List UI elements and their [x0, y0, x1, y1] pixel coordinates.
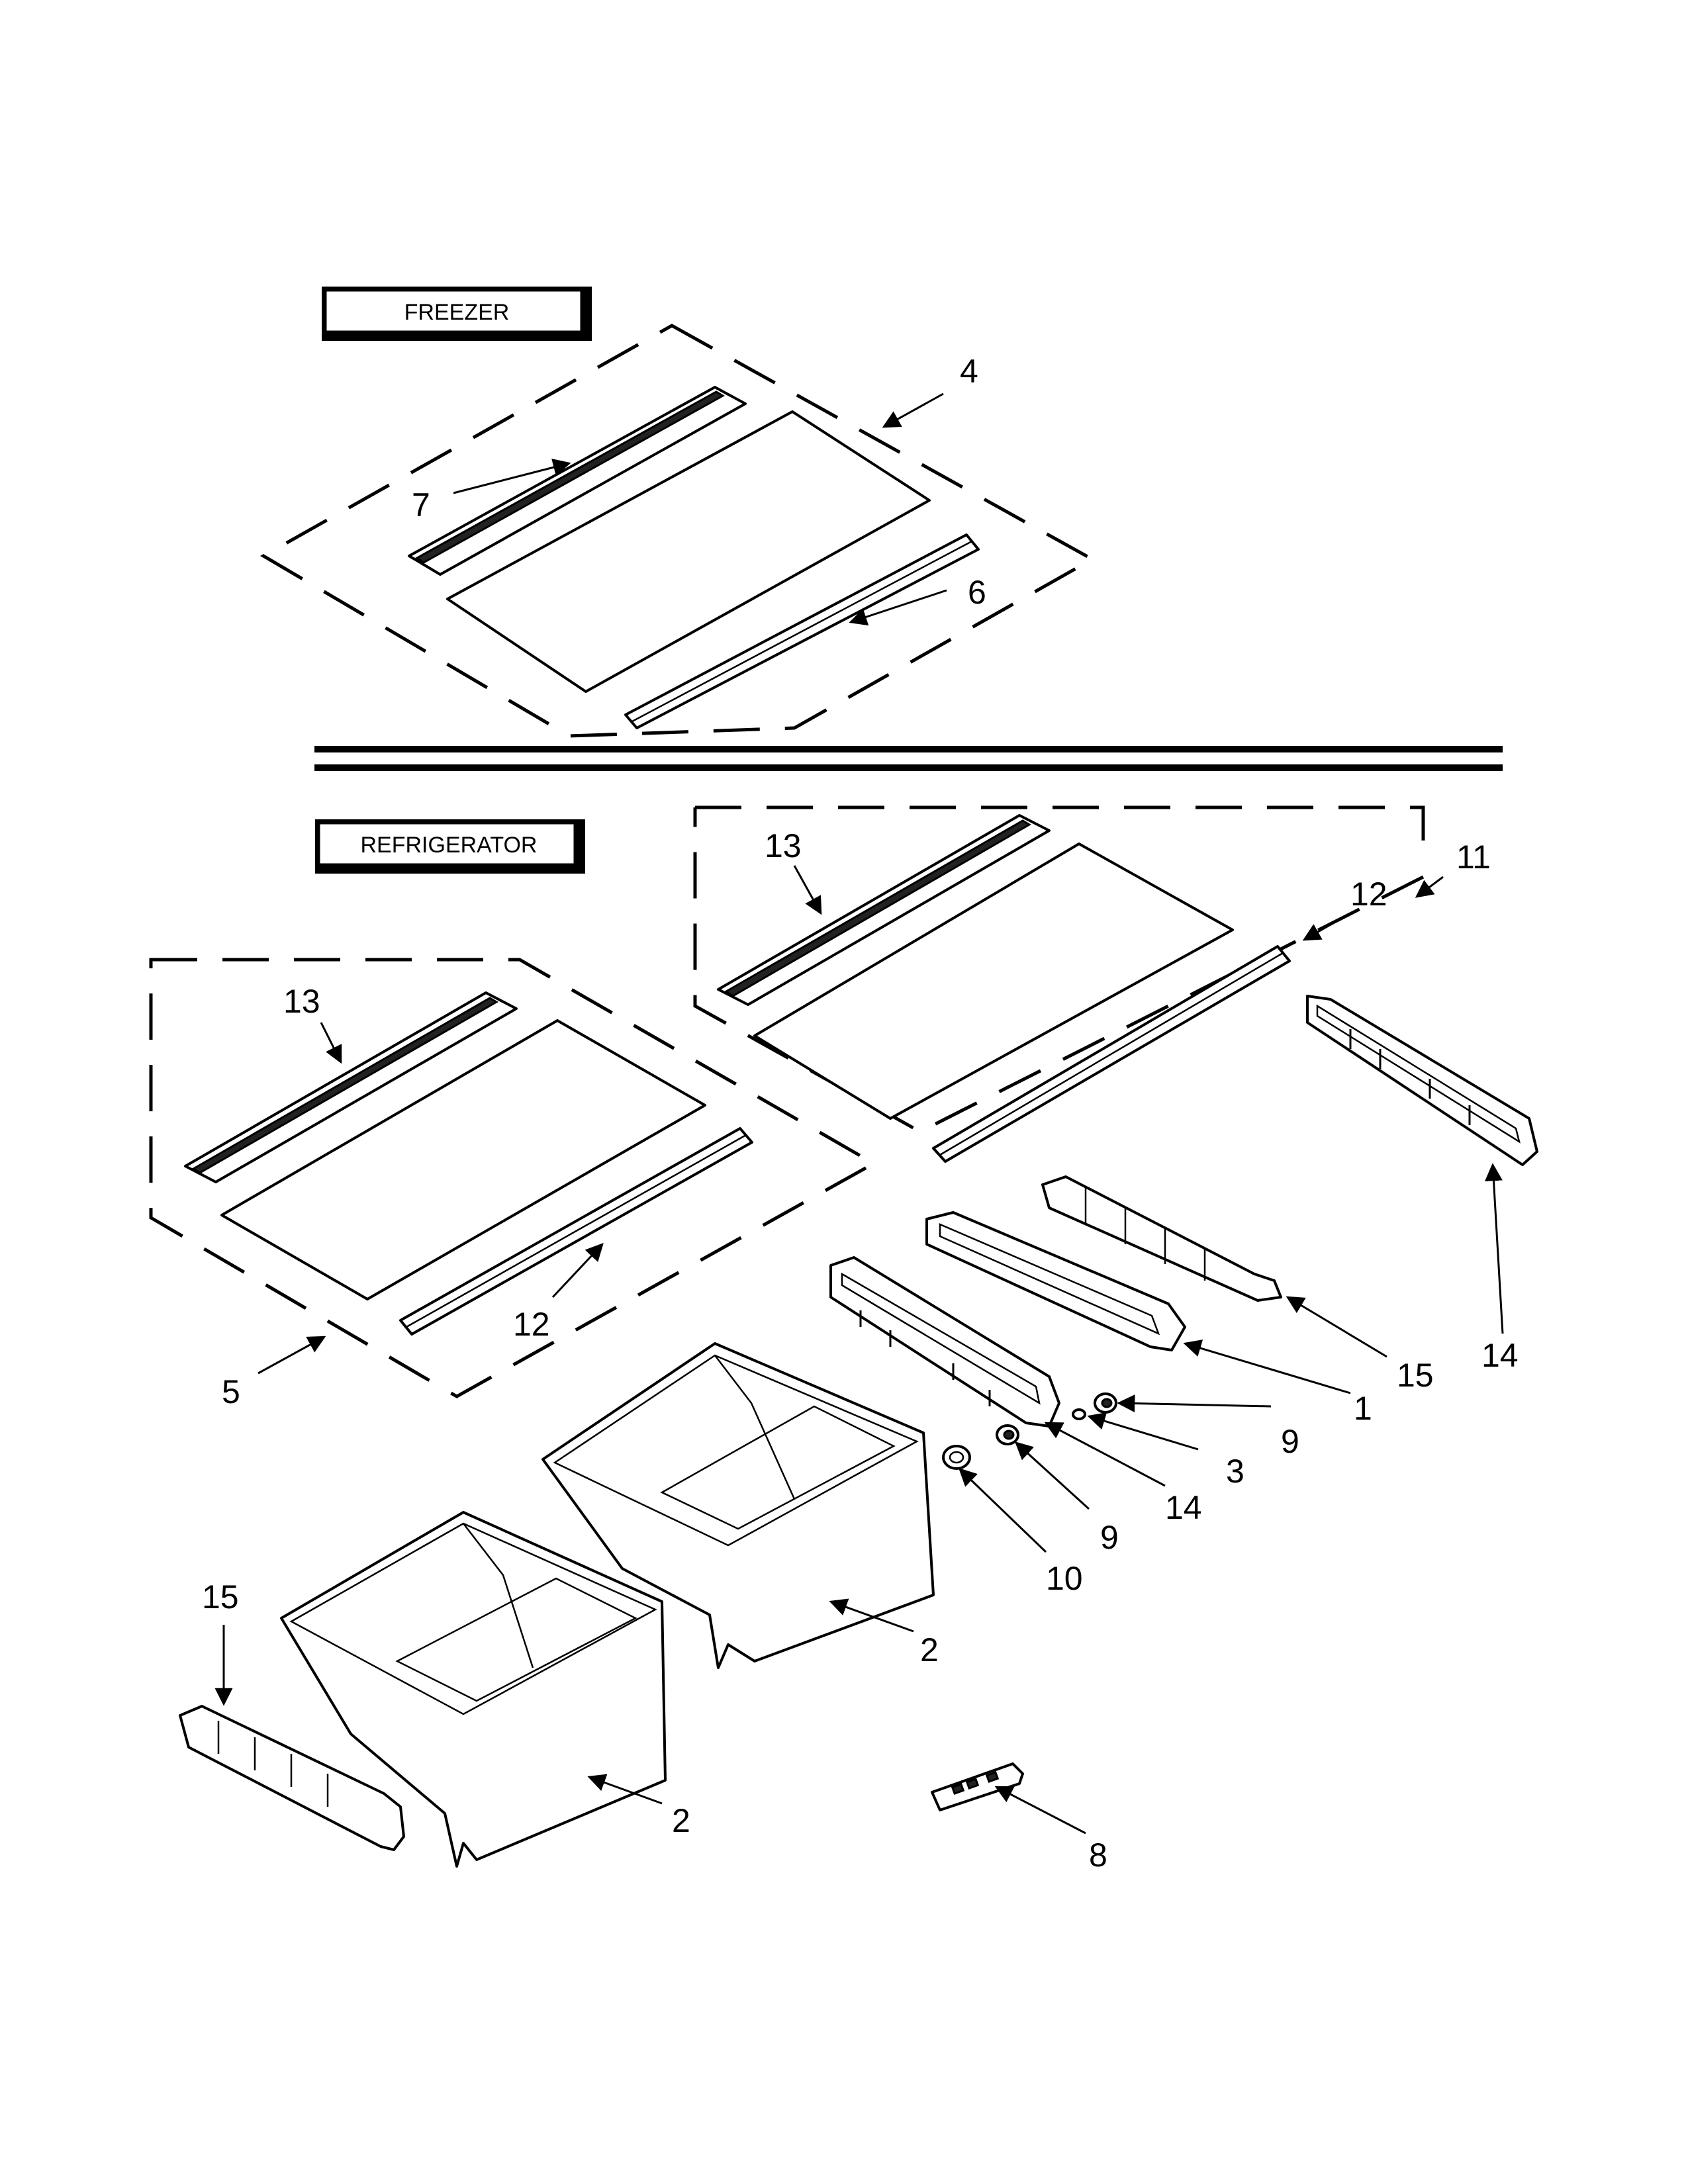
callout-3: 3	[1226, 1453, 1244, 1490]
refrigerator-label: REFRIGERATOR	[361, 833, 538, 858]
callout-10: 10	[1046, 1560, 1083, 1597]
screw-3	[1072, 1408, 1086, 1420]
crisper-drawer-left	[280, 1511, 667, 1868]
callout-numbers: 4 7 6 11 12 13 13 12 5 14 15 1 9 3 14 9 …	[202, 353, 1519, 1874]
callout-6: 6	[968, 574, 986, 611]
callout-4: 4	[960, 353, 978, 390]
freezer-shelf-assembly-outline	[259, 324, 1096, 738]
right-shelf-glass	[753, 842, 1234, 1120]
freezer-rear-trim	[408, 386, 747, 576]
crisper-guide	[925, 1211, 1186, 1351]
crisper-humidity-slide-left	[179, 1705, 405, 1851]
right-shelf-assembly-outline	[693, 805, 1425, 1134]
callout-5: 5	[222, 1373, 240, 1410]
right-crisper-rail	[1306, 995, 1538, 1166]
freezer-label: FREEZER	[404, 300, 510, 325]
callout-2-right: 2	[920, 1631, 939, 1668]
freezer-front-trim	[624, 533, 980, 729]
callout-15-right: 15	[1397, 1357, 1434, 1394]
callout-14-right: 14	[1481, 1337, 1519, 1374]
roller-10	[942, 1445, 971, 1470]
right-shelf-rear-trim	[717, 814, 1051, 1006]
callout-9-lower: 9	[1100, 1519, 1119, 1556]
crisper-drawer-right	[541, 1342, 935, 1669]
callout-leaders	[214, 392, 1504, 1835]
refrigerator-label-box: REFRIGERATOR	[315, 819, 585, 874]
left-crisper-rail	[829, 1256, 1060, 1428]
callout-7: 7	[412, 486, 430, 523]
callout-15-left: 15	[202, 1578, 239, 1615]
callout-13-right: 13	[765, 827, 802, 864]
callout-13-left: 13	[283, 983, 320, 1020]
callout-14-left: 14	[1165, 1489, 1202, 1526]
right-shelf-front-trim	[932, 945, 1291, 1163]
callout-2-left: 2	[672, 1802, 690, 1839]
callout-12-left: 12	[513, 1306, 550, 1343]
left-shelf-glass	[220, 1019, 706, 1300]
left-shelf-front-trim	[399, 1127, 753, 1336]
callout-11: 11	[1456, 839, 1491, 876]
freezer-label-box: FREEZER	[322, 287, 592, 341]
roller-9-upper	[1094, 1392, 1117, 1414]
callout-9-upper: 9	[1281, 1423, 1299, 1460]
callout-8: 8	[1089, 1837, 1107, 1874]
crisper-humidity-slide-right	[1041, 1175, 1282, 1302]
humidity-control	[931, 1762, 1024, 1811]
freezer-shelf-glass	[446, 410, 931, 693]
left-shelf-rear-trim	[184, 991, 518, 1183]
roller-9-lower	[996, 1424, 1019, 1445]
left-shelf-assembly-outline	[149, 958, 878, 1398]
callout-1: 1	[1354, 1390, 1372, 1427]
callout-12-right: 12	[1350, 876, 1387, 913]
